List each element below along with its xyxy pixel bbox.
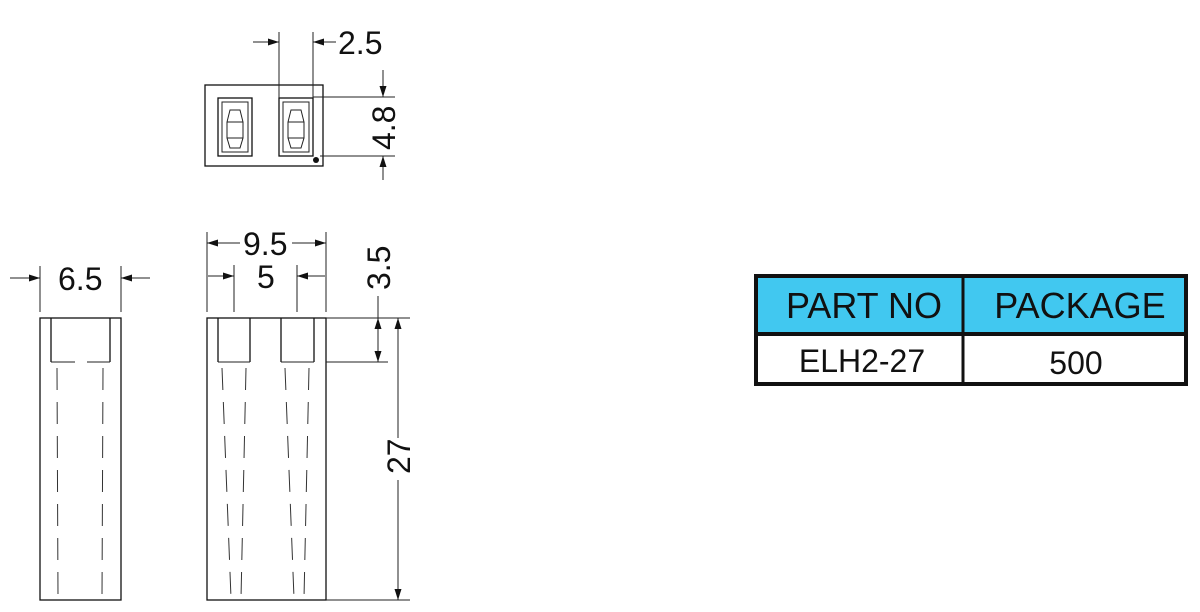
table-header-part-no: PART NO [786,285,942,326]
table-cell-part-no: ELH2-27 [799,343,925,379]
dim-terminal-pitch-label: 5 [257,259,275,295]
top-cavity-right [278,97,314,157]
dim-top-pitch-label: 2.5 [338,25,382,61]
dim-top-height: 4.8 [313,70,402,180]
top-view [204,84,324,167]
dim-side-width-label: 6.5 [58,261,102,297]
top-cavity-left [217,97,253,157]
pin1-marker-icon [313,157,319,163]
dim-top-height-label: 4.8 [366,106,402,150]
dim-terminal-pitch: 5 [208,259,325,312]
table-header-row [756,276,1186,334]
front-view [206,317,327,601]
dim-insert-depth-label: 3.5 [361,246,397,290]
side-view [39,317,122,601]
dim-top-pitch: 2.5 [253,25,382,98]
dim-side-width: 6.5 [10,261,150,312]
table-cell-package: 500 [1049,345,1102,381]
dim-total-length-label: 27 [381,438,417,474]
dim-insert-depth: 3.5 [326,246,410,363]
dim-total-length: 27 [326,318,417,601]
dim-body-width-label: 9.5 [243,226,287,262]
part-table: PART NO PACKAGE ELH2-27 500 [754,274,1188,386]
table-header-package: PACKAGE [994,285,1165,326]
dim-body-width: 9.5 [206,226,327,312]
